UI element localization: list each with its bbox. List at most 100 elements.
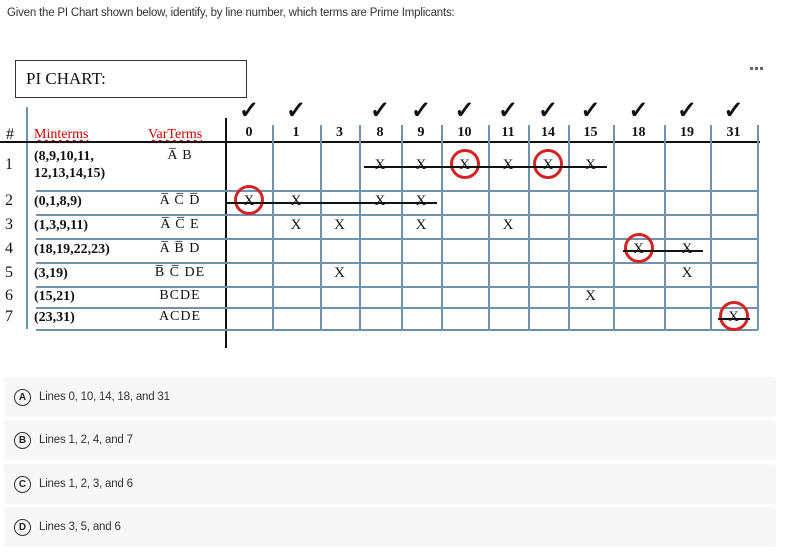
cover-mark: X bbox=[415, 193, 427, 209]
row-varterms: B̅ C̅ DE bbox=[154, 265, 206, 280]
cover-mark: X bbox=[334, 217, 345, 233]
row-varterms: A̅ B bbox=[167, 148, 193, 163]
grid-line bbox=[710, 125, 712, 330]
minterms-line: (0,1,8,9) bbox=[34, 194, 82, 209]
option-c[interactable]: C Lines 1, 2, 3, and 6 bbox=[4, 464, 776, 504]
strike-line bbox=[717, 318, 750, 320]
minterms-line: (15,21) bbox=[34, 288, 75, 304]
row-minterms: (23,31) bbox=[34, 309, 75, 326]
grid-line bbox=[272, 125, 274, 330]
option-letter-badge: D bbox=[14, 518, 31, 536]
grid-line bbox=[528, 125, 530, 330]
row-number: 1 bbox=[5, 156, 13, 173]
row-minterms: (0,1,8,9) bbox=[34, 193, 82, 210]
row-varterms: ACDE bbox=[158, 309, 202, 324]
grid-line bbox=[36, 329, 758, 331]
strike-line bbox=[364, 166, 607, 168]
grid-line bbox=[568, 125, 570, 330]
column-header-18: 18 bbox=[631, 125, 646, 140]
option-d[interactable]: D Lines 3, 5, and 6 bbox=[4, 507, 776, 547]
checkmark-icon: ✓ bbox=[238, 98, 260, 124]
row-number: 6 bbox=[5, 286, 13, 304]
minterms-line: (3,19) bbox=[34, 266, 68, 281]
option-label: Lines 1, 2, 4, and 7 bbox=[39, 434, 133, 446]
column-header-8: 8 bbox=[376, 125, 384, 140]
column-header-3: 3 bbox=[336, 125, 343, 140]
row-number: 3 bbox=[5, 216, 13, 233]
column-header-15: 15 bbox=[583, 125, 598, 140]
row-number: 2 bbox=[5, 192, 13, 209]
option-letter-badge: A bbox=[14, 388, 31, 406]
grid-divider bbox=[225, 118, 227, 348]
column-header-10: 10 bbox=[457, 125, 472, 140]
grid-line bbox=[488, 125, 490, 330]
row-minterms: (15,21) bbox=[34, 288, 75, 305]
pi-chart-title: PI CHART: bbox=[15, 60, 247, 98]
option-label: Lines 1, 2, 3, and 6 bbox=[39, 478, 133, 490]
row-minterms: (1,3,9,11) bbox=[34, 217, 88, 234]
row-minterms: (3,19) bbox=[34, 265, 68, 282]
cover-mark: X bbox=[374, 157, 386, 173]
minterms-line: 12,13,14,15) bbox=[34, 166, 106, 181]
cover-mark: X bbox=[585, 157, 596, 173]
grid-line bbox=[36, 286, 758, 288]
minterms-line: (18,19,22,23) bbox=[34, 242, 110, 257]
grid-line bbox=[36, 238, 758, 240]
row-varterms: A̅ C̅ E bbox=[160, 217, 200, 232]
column-header-19: 19 bbox=[680, 125, 694, 140]
grid-line bbox=[613, 125, 615, 330]
minterms-header: Minterms bbox=[34, 127, 89, 142]
more-options-button[interactable] bbox=[750, 63, 770, 73]
cover-mark: X bbox=[502, 157, 514, 173]
row-minterms: (18,19,22,23) bbox=[34, 241, 110, 258]
grid-line bbox=[664, 125, 666, 330]
essential-circle-icon bbox=[533, 149, 563, 179]
column-header-11: 11 bbox=[501, 125, 515, 140]
essential-circle-icon bbox=[623, 233, 654, 263]
grid-line bbox=[359, 125, 361, 330]
column-header-0: 0 bbox=[245, 125, 253, 140]
checkmark-icon: ✓ bbox=[676, 98, 698, 124]
column-header-31: 31 bbox=[726, 125, 741, 140]
column-header-1: 1 bbox=[292, 125, 300, 140]
cover-mark: X bbox=[502, 217, 514, 233]
cover-mark: X bbox=[374, 193, 386, 209]
varterms-header: VarTerms bbox=[148, 127, 203, 142]
grid-divider bbox=[0, 141, 760, 143]
essential-circle-icon bbox=[449, 149, 480, 179]
grid-line bbox=[26, 107, 28, 329]
option-b[interactable]: B Lines 1, 2, 4, and 7 bbox=[4, 420, 776, 460]
minterms-line: (1,3,9,11) bbox=[34, 218, 89, 233]
grid-line bbox=[36, 190, 758, 192]
minterms-line: (23,31) bbox=[34, 310, 75, 325]
checkmark-icon: ✓ bbox=[369, 98, 391, 124]
grid-line bbox=[401, 125, 403, 330]
checkmark-icon: ✓ bbox=[723, 98, 744, 124]
row-varterms: A̅ B̅ D bbox=[159, 241, 201, 256]
minterms-line: (8,9,10,11, bbox=[34, 149, 94, 164]
cover-mark: X bbox=[334, 265, 345, 281]
cover-mark: X bbox=[681, 241, 693, 257]
grid-line bbox=[36, 307, 758, 309]
column-header-9: 9 bbox=[417, 125, 425, 140]
option-a[interactable]: A Lines 0, 10, 14, 18, and 31 bbox=[4, 377, 776, 417]
checkmark-icon: ✓ bbox=[410, 98, 432, 124]
row-varterms: BCDE bbox=[159, 287, 201, 303]
cover-mark: X bbox=[290, 193, 302, 209]
cover-mark: X bbox=[585, 287, 596, 304]
option-letter-badge: B bbox=[14, 431, 31, 449]
row-number: 5 bbox=[5, 264, 13, 281]
checkmark-icon: ✓ bbox=[285, 98, 307, 124]
checkmark-icon: ✓ bbox=[497, 98, 519, 124]
cover-mark: X bbox=[415, 157, 427, 173]
grid-line bbox=[36, 262, 758, 264]
row-number: 7 bbox=[5, 308, 13, 325]
cover-mark: X bbox=[290, 217, 302, 233]
essential-circle-icon bbox=[234, 185, 264, 215]
row-number-header: # bbox=[6, 126, 14, 143]
column-header-14: 14 bbox=[541, 125, 555, 140]
strike-line bbox=[622, 250, 703, 252]
row-number: 4 bbox=[5, 240, 13, 257]
strike-line bbox=[226, 202, 437, 204]
